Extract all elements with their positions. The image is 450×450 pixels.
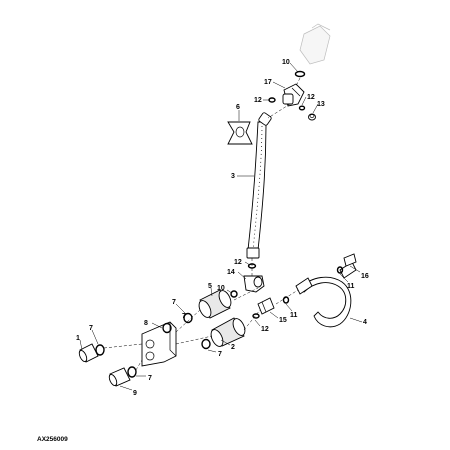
elbow-14 bbox=[243, 275, 265, 293]
fitting-17 bbox=[282, 83, 305, 107]
hose-4 bbox=[295, 261, 357, 328]
callout-11-upper: 11 bbox=[347, 283, 355, 290]
callout-11-lower: 11 bbox=[290, 312, 298, 319]
adapter-15 bbox=[257, 297, 275, 315]
callout-7-plug: 7 bbox=[89, 325, 93, 332]
callout-13: 13 bbox=[317, 101, 325, 108]
callout-12-top-right: 12 bbox=[307, 94, 315, 101]
o-ring-7-plug-lower bbox=[127, 366, 137, 378]
callout-1: 1 bbox=[76, 335, 80, 342]
callout-7-lower-right: 7 bbox=[218, 351, 222, 358]
callout-12-mid: 12 bbox=[234, 259, 242, 266]
cap-13 bbox=[308, 113, 316, 121]
coupler-5 bbox=[198, 289, 232, 319]
hose-3 bbox=[246, 112, 272, 259]
callout-2: 2 bbox=[231, 344, 235, 351]
callout-4: 4 bbox=[363, 319, 367, 326]
callout-10-mid: 10 bbox=[217, 285, 225, 292]
o-ring-10-top bbox=[294, 70, 306, 78]
coupler-2 bbox=[210, 317, 246, 347]
callout-7-plug-lower: 7 bbox=[148, 375, 152, 382]
callout-14: 14 bbox=[227, 269, 235, 276]
callout-7-bracket: 7 bbox=[182, 313, 186, 320]
o-ring-12-lower bbox=[252, 313, 260, 319]
callout-labels: 10 17 12 12 13 6 3 12 14 5 10 7 8 7 1 7 … bbox=[76, 59, 369, 397]
assembly-centerlines bbox=[103, 77, 301, 371]
callout-15: 15 bbox=[279, 317, 287, 324]
drawing-code: AX256009 bbox=[37, 436, 68, 443]
leader-lines bbox=[79, 62, 363, 391]
callout-16: 16 bbox=[361, 273, 369, 280]
o-ring-7-plug bbox=[95, 344, 105, 356]
plug-9 bbox=[108, 367, 131, 387]
callout-5: 5 bbox=[208, 283, 212, 290]
callout-9: 9 bbox=[133, 390, 137, 397]
bracket-ring-7-upper bbox=[162, 322, 172, 334]
callout-7-upper: 7 bbox=[172, 299, 176, 306]
o-ring-12-top-right bbox=[298, 105, 306, 111]
callout-10-top: 10 bbox=[282, 59, 290, 66]
o-ring-7-lower-right bbox=[201, 338, 211, 350]
fitting-16 bbox=[343, 253, 357, 267]
o-ring-11-lower bbox=[282, 296, 290, 304]
callout-12-lower: 12 bbox=[261, 326, 269, 333]
ghost-mounting-block bbox=[299, 23, 331, 65]
clamp-6 bbox=[227, 121, 253, 145]
callout-3: 3 bbox=[231, 173, 235, 180]
callout-6: 6 bbox=[236, 104, 240, 111]
o-ring-10-mid bbox=[230, 290, 238, 298]
plug-1 bbox=[78, 343, 99, 363]
o-ring-11-upper bbox=[336, 266, 344, 274]
o-ring-7-upper bbox=[183, 312, 193, 324]
callout-8: 8 bbox=[144, 320, 148, 327]
callout-12-top-left: 12 bbox=[254, 97, 262, 104]
callout-17: 17 bbox=[264, 79, 272, 86]
